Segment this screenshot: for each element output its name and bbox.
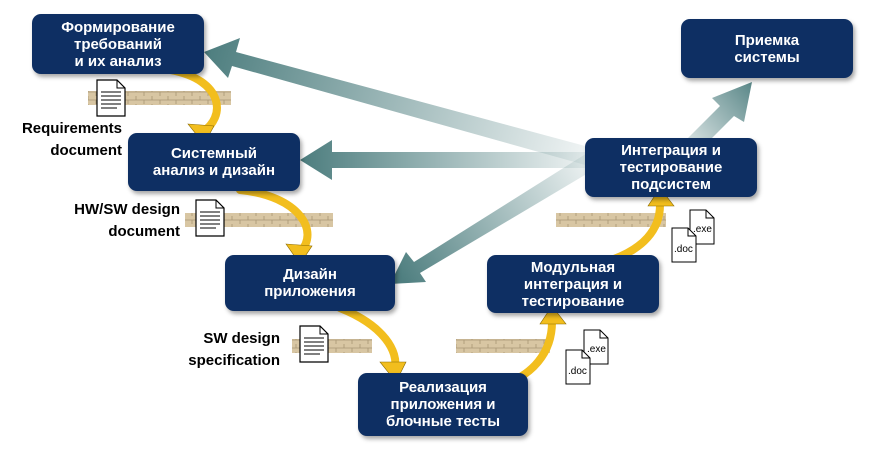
stage-system-design-label: Системный анализ и дизайн — [152, 145, 276, 179]
stage-requirements: Формирование требований и их анализ — [32, 14, 204, 74]
document-icon — [299, 325, 329, 363]
feedback-arrow-to-requirements — [204, 38, 600, 168]
stage-module-integration: Модульная интеграция и тестирование — [487, 255, 659, 313]
stage-module-integration-label: Модульная интеграция и тестирование — [521, 258, 625, 310]
stage-acceptance-label: Приемка системы — [734, 31, 800, 66]
doc-label: .doc — [568, 366, 587, 377]
brick-bar-subsystem — [556, 213, 666, 227]
hw-sw-design-document-label: HW/SW design document — [74, 201, 180, 240]
feedback-arrow-to-system-design — [300, 140, 600, 180]
exe-label: .exe — [693, 224, 712, 235]
stage-subsystem-integration: Интеграция и тестирование подсистем — [585, 138, 757, 197]
flow-arrow-app-design-to-implementation — [336, 304, 407, 383]
stage-subsystem-integration-label: Интеграция и тестирование подсистем — [619, 142, 723, 193]
stage-requirements-label: Формирование требований и их анализ — [61, 18, 175, 70]
stage-system-design: Системный анализ и дизайн — [128, 133, 300, 191]
document-icon — [96, 79, 126, 117]
feedback-arrow-to-app-design — [390, 150, 600, 284]
sw-design-specification-label: SW design specification — [188, 330, 280, 369]
stage-app-design: Дизайн приложения — [225, 255, 395, 311]
arrow-to-acceptance — [682, 82, 752, 150]
doc-file-icon: .doc — [671, 227, 697, 263]
stage-app-design-label: Дизайн приложения — [264, 266, 356, 300]
doc-file-icon: .doc — [565, 349, 591, 385]
stage-implementation-label: Реализация приложения и блочные тесты — [385, 379, 501, 430]
requirements-document-label: Requirements document — [21, 120, 122, 159]
document-icon — [195, 199, 225, 237]
exe-file-icon: .exe — [583, 329, 609, 365]
doc-label: .doc — [674, 244, 693, 255]
stage-implementation: Реализация приложения и блочные тесты — [358, 373, 528, 436]
brick-bar-module — [456, 339, 550, 353]
stage-acceptance: Приемка системы — [681, 19, 853, 78]
exe-label: .exe — [587, 344, 606, 355]
